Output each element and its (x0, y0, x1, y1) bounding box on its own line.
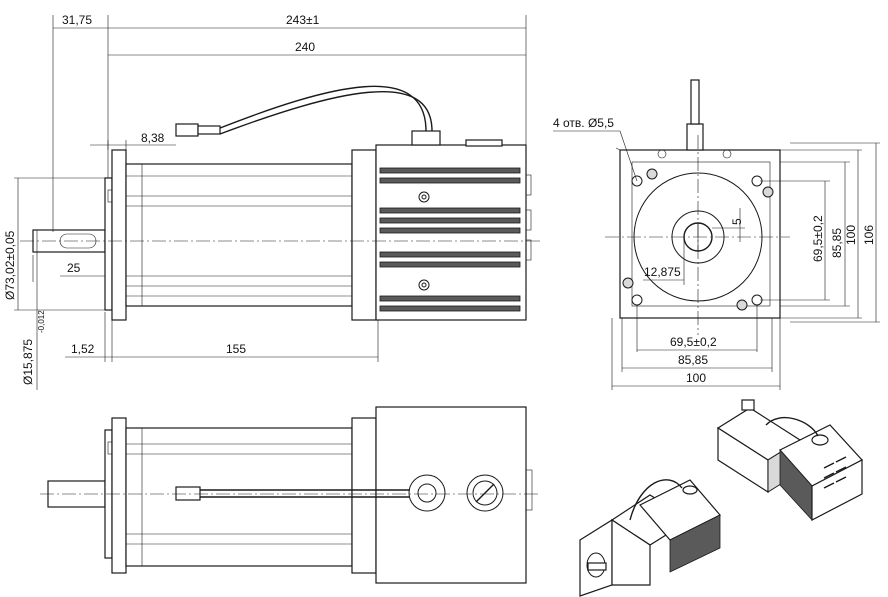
dim-dia-15-tol: -0,012 (37, 310, 46, 333)
bolt-head (622, 277, 634, 289)
cable (219, 85, 427, 132)
screw-icon (418, 279, 430, 291)
flange-inner (631, 161, 771, 307)
cable-connector (175, 123, 199, 137)
dim-25: 25 (67, 261, 81, 275)
top-plate (465, 139, 503, 147)
iso-front-gland (682, 485, 698, 495)
edge (615, 147, 621, 151)
iso-flange (741, 399, 755, 411)
isometric-view-rear (716, 399, 863, 522)
end-flange (619, 149, 781, 319)
iso-front-side (611, 518, 651, 586)
dim-v-106: 106 (862, 225, 876, 245)
fin (379, 177, 521, 184)
side-view (20, 85, 540, 321)
connector-stub (525, 469, 533, 511)
end-view-dimensions: 4 отв. Ø5,5 5 12,875 69,5±0,2 85,85 100 … (553, 116, 880, 390)
dim-v-85-85: 85,85 (830, 228, 844, 258)
dim-5: 5 (730, 218, 744, 225)
leader (619, 130, 638, 182)
top-front-cap (111, 417, 127, 574)
dim-155: 155 (226, 342, 246, 356)
gland-inner (417, 483, 437, 503)
dim-243: 243±1 (286, 13, 320, 27)
iso-box-end (811, 459, 863, 521)
screw-inner (421, 282, 427, 288)
dim-8-38: 8,38 (141, 131, 165, 145)
fin (379, 207, 521, 214)
end-cable (690, 79, 700, 125)
end-view (605, 79, 790, 335)
connector-stub (525, 239, 532, 261)
dim-h-85-85: 85,85 (678, 353, 708, 367)
bolt-head (736, 299, 748, 311)
screw-inner (421, 194, 427, 200)
knob-inner (472, 480, 498, 506)
dim-h-69-5: 69,5±0,2 (670, 335, 717, 349)
dim-240: 240 (295, 40, 315, 54)
iso-front-cable (629, 479, 683, 521)
screw-icon (418, 191, 430, 203)
adjust-knob-icon (466, 474, 504, 512)
iso-front-flange (579, 518, 613, 597)
connector-stub (525, 174, 532, 196)
bolt-head (762, 186, 774, 198)
dim-h-100: 100 (686, 371, 706, 385)
knob-slot (475, 483, 495, 503)
iso-front-shaft (587, 562, 607, 571)
iso-cable (765, 416, 819, 437)
end-connector (686, 123, 704, 151)
fin (379, 251, 521, 258)
dim-v-100: 100 (844, 225, 858, 245)
dim-31-75: 31,75 (62, 13, 92, 27)
isometric-view-front (579, 479, 721, 597)
mounting-hole-icon (631, 175, 643, 187)
top-driver-housing (375, 406, 527, 584)
holes-note: 4 отв. Ø5,5 (553, 116, 614, 130)
dim-1-52: 1,52 (71, 342, 95, 356)
fin (379, 167, 521, 174)
top-view (40, 406, 540, 584)
dim-dia-15: Ø15,875 (21, 339, 35, 385)
fin (379, 217, 521, 224)
connector-boot (197, 125, 221, 135)
gland-icon (408, 474, 446, 512)
small-screw (722, 149, 732, 159)
iso-slots (823, 456, 847, 489)
heatsink-fins-upper (379, 167, 521, 312)
fin (379, 261, 521, 268)
fin (379, 305, 521, 312)
motor-body (125, 163, 353, 307)
dim-12-875: 12,875 (644, 265, 681, 279)
connector-stub (525, 209, 532, 231)
dim-v-69-5: 69,5±0,2 (811, 215, 825, 262)
top-rear-cap (351, 417, 377, 574)
motor-front-cap (111, 149, 127, 321)
iso-gland (811, 434, 829, 446)
mounting-flange (104, 177, 113, 311)
small-screw (657, 149, 667, 159)
dim-dia-73: Ø73,02±0,05 (3, 230, 17, 300)
iso-front-box-fins (669, 514, 721, 573)
fin (379, 295, 521, 302)
side-view-dimensions: 31,75 243±1 240 8,38 25 1,52 155 Ø73,02±… (3, 13, 527, 390)
fin (379, 227, 521, 234)
cable-edge (219, 91, 433, 135)
bolt-head (646, 168, 658, 180)
motor-rear-cap (351, 149, 377, 321)
cable-gland (411, 130, 441, 146)
top-cable-connector (175, 486, 201, 501)
